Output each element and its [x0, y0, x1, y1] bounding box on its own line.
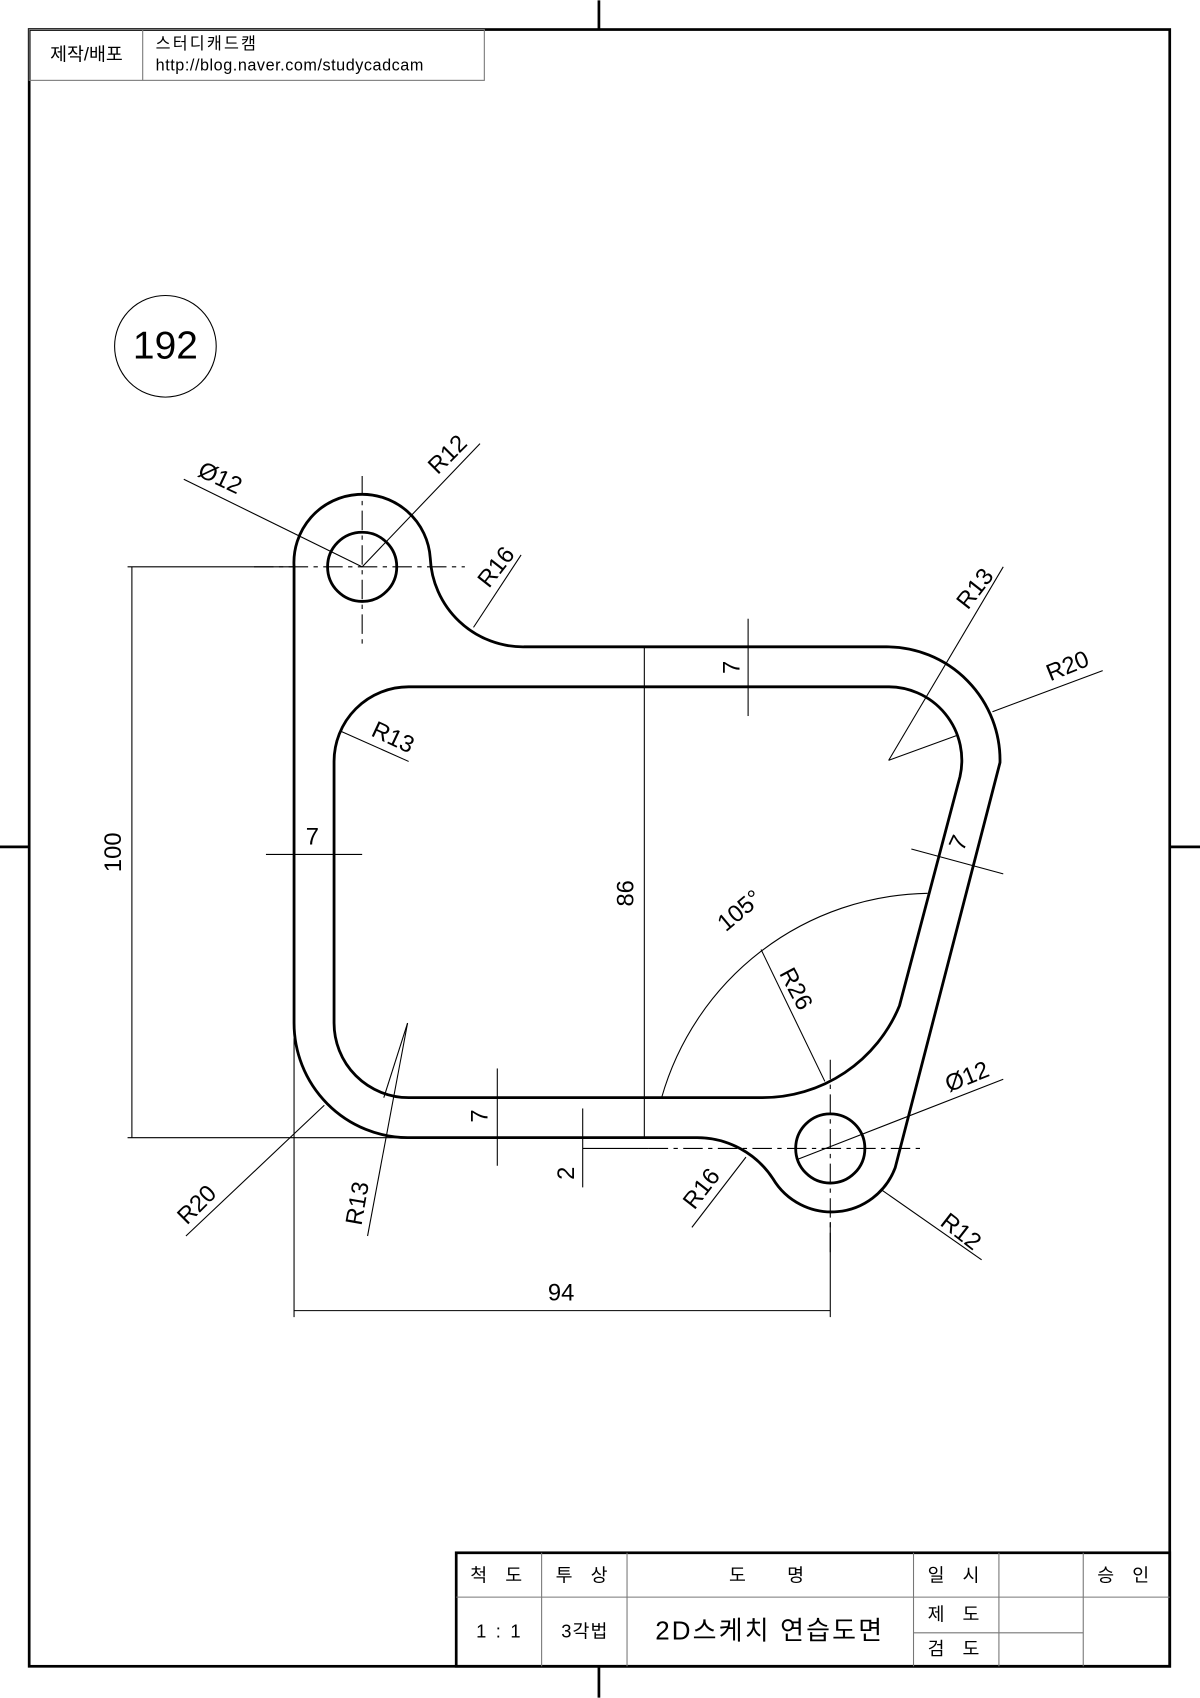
dim-r20-bottom: R20: [172, 1180, 222, 1230]
publisher-box: 제작/배포 스터디캐드캠 http://blog.naver.com/study…: [28, 29, 485, 81]
publisher-url[interactable]: http://blog.naver.com/studycadcam: [156, 57, 424, 75]
dim-r16-bottom: R16: [678, 1163, 726, 1214]
dim-r13-bottom: R13: [341, 1180, 375, 1228]
publisher-label: 제작/배포: [50, 43, 123, 64]
dim-thk-bottom: 7: [466, 1109, 493, 1122]
dimension-labels: Ø12 R12 R16 R13 R20 R13 7 7 100 86 7 105…: [100, 430, 1093, 1307]
drawing-name: 2D스케치 연습도면: [655, 1617, 884, 1646]
sheet-border: [27, 28, 1172, 1668]
dim-thk-right: 7: [944, 831, 974, 854]
date-label: 일 시: [928, 1564, 986, 1585]
drawing-number-badge: 192: [114, 294, 217, 398]
dim-thk-left: 7: [306, 823, 319, 850]
scale-value: 1 : 1: [476, 1621, 523, 1642]
inner-profile: [332, 685, 964, 1100]
dim-height-100: 100: [100, 832, 127, 872]
dim-r13-inner: R13: [367, 716, 418, 759]
dim-r13-top-right: R13: [951, 563, 999, 614]
dim-angle-105: 105°: [712, 885, 767, 937]
projection-value: 3각법: [561, 1621, 608, 1642]
scale-label: 척 도: [470, 1564, 528, 1585]
title-block: 척 도 투 상 도 명 일 시 승 인 1 : 1 3각법 2D스케치 연습도면…: [454, 1551, 1172, 1668]
drafted-label: 제 도: [928, 1603, 986, 1624]
dim-width-94: 94: [548, 1280, 574, 1307]
dim-r12-bottom: R12: [935, 1208, 986, 1256]
dim-offset-2: 2: [553, 1167, 580, 1180]
publisher-name: 스터디캐드캠: [156, 35, 258, 53]
outer-profile: [292, 492, 1002, 1214]
approval-label: 승 인: [1097, 1564, 1155, 1585]
dim-r20-right: R20: [1042, 646, 1093, 687]
drawing-name-label: 도 명: [729, 1564, 811, 1585]
dim-height-86: 86: [612, 880, 639, 906]
checked-label: 검 도: [928, 1638, 986, 1659]
dim-r12-top: R12: [423, 430, 473, 480]
dim-thk-top: 7: [718, 661, 745, 674]
dim-dia-bottom: Ø12: [941, 1056, 993, 1098]
projection-label: 투 상: [556, 1564, 614, 1585]
drawing-number: 192: [133, 325, 198, 368]
dim-r16-top: R16: [472, 542, 520, 593]
dim-dia-top: Ø12: [194, 456, 246, 499]
dimension-lines: [127, 443, 1103, 1318]
